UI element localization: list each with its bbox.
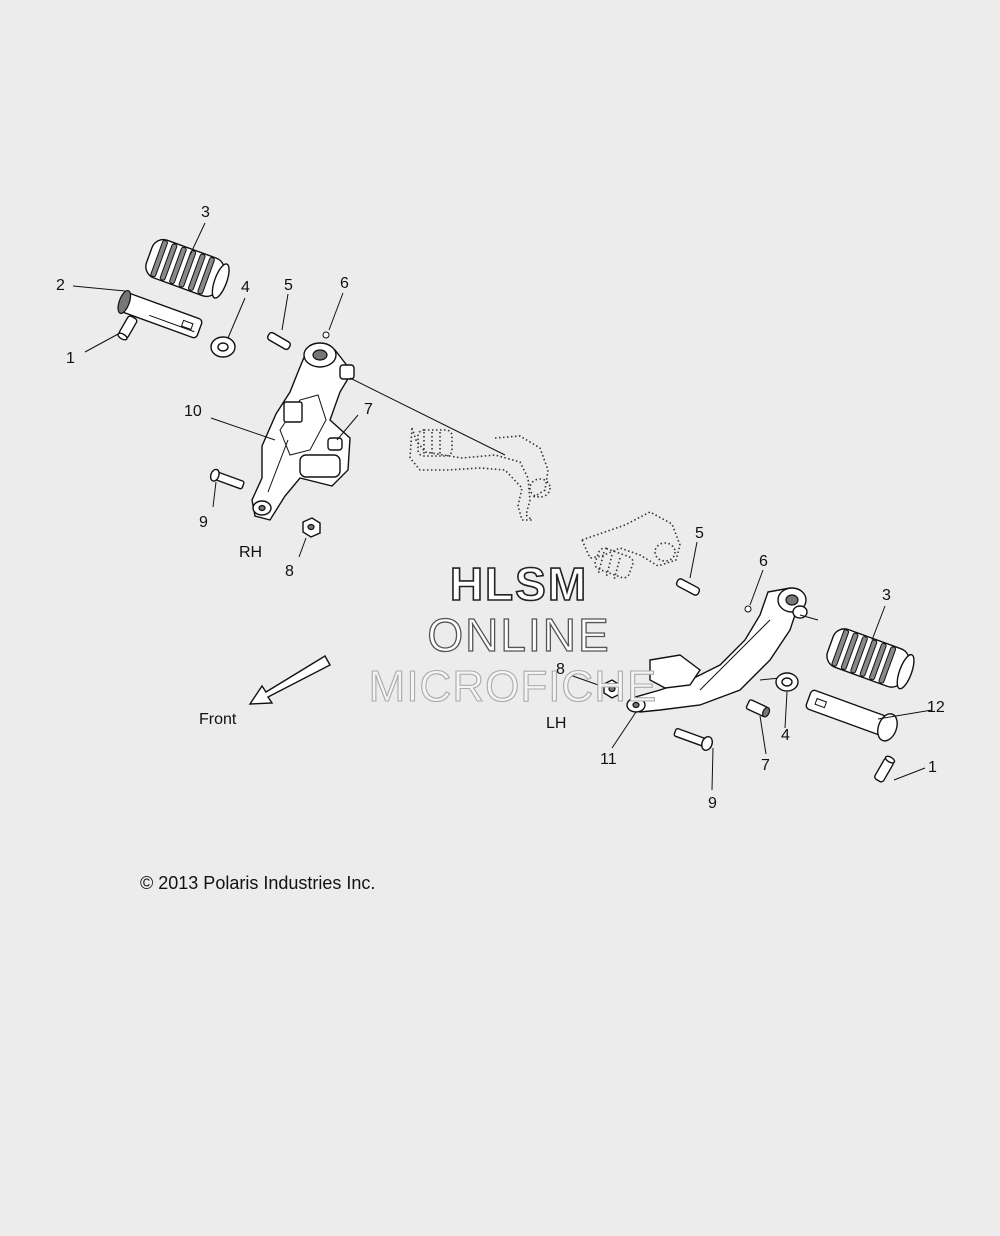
rh-callout-10: 10 xyxy=(184,403,202,420)
rh-ghost-brake-pedal xyxy=(409,427,551,521)
rh-callout-4: 4 xyxy=(241,279,250,296)
lh-bolt xyxy=(673,727,714,751)
rh-washer xyxy=(210,336,236,358)
lh-side-label: LH xyxy=(546,715,566,732)
rh-callout-7: 7 xyxy=(364,401,373,418)
rh-callout-1: 1 xyxy=(66,350,75,367)
lh-callout-1: 1 xyxy=(928,759,937,776)
rh-callout-5: 5 xyxy=(284,277,293,294)
front-arrow xyxy=(248,655,331,705)
rh-alignment-line xyxy=(349,377,506,456)
lh-cotter-pin xyxy=(744,605,752,613)
rh-bolt xyxy=(209,468,245,490)
lh-footpeg xyxy=(805,689,898,742)
watermark-line-2: ONLINE xyxy=(427,609,610,661)
rh-cotter-pin xyxy=(322,331,330,339)
callout-leaders xyxy=(72,222,933,791)
rh-side-label: RH xyxy=(239,544,262,561)
rh-callout-9: 9 xyxy=(199,514,208,531)
lh-ghost-shift-lever xyxy=(580,511,681,581)
lh-footpeg-rubber xyxy=(826,628,915,690)
watermark-line-1: HLSM xyxy=(450,558,588,610)
watermark-line-3: MICROFICHE xyxy=(369,662,658,711)
rh-callout-8: 8 xyxy=(285,563,294,580)
lh-callout-6: 6 xyxy=(759,553,768,570)
lh-callout-11: 11 xyxy=(600,751,617,768)
copyright-notice: © 2013 Polaris Industries Inc. xyxy=(140,873,375,893)
rh-callouts: 3 2 1 4 5 6 10 7 9 8 xyxy=(56,204,373,580)
lh-pivot-pin xyxy=(675,578,701,596)
lh-washer xyxy=(775,672,799,692)
rh-footrest-bracket xyxy=(251,342,355,521)
lh-callout-9: 9 xyxy=(708,795,717,812)
rh-pivot-pin xyxy=(267,331,291,351)
lh-callout-5: 5 xyxy=(695,525,704,542)
watermark: HLSM ONLINE MICROFICHE xyxy=(368,557,658,711)
rh-footpeg-rubber xyxy=(145,238,230,299)
lh-callout-4: 4 xyxy=(781,727,790,744)
lh-alignment-line-a xyxy=(799,614,819,621)
lh-stud xyxy=(745,699,771,718)
lh-callout-8: 8 xyxy=(556,661,565,678)
lh-callout-12: 12 xyxy=(927,699,945,716)
rh-nut xyxy=(302,517,321,538)
lh-callout-7: 7 xyxy=(761,757,770,774)
rh-callout-2: 2 xyxy=(56,277,65,294)
rh-callout-3: 3 xyxy=(201,204,210,221)
lh-shift-arm xyxy=(626,587,808,713)
lh-clevis-pin xyxy=(874,755,896,783)
lh-nut xyxy=(603,679,621,699)
lh-callout-3: 3 xyxy=(882,587,891,604)
rh-clevis-pin xyxy=(117,315,138,341)
lh-callouts: 5 6 3 8 12 4 11 7 1 9 xyxy=(556,525,945,812)
rh-callout-6: 6 xyxy=(340,275,349,292)
rh-footpeg xyxy=(117,289,203,339)
front-label: Front xyxy=(199,711,237,728)
